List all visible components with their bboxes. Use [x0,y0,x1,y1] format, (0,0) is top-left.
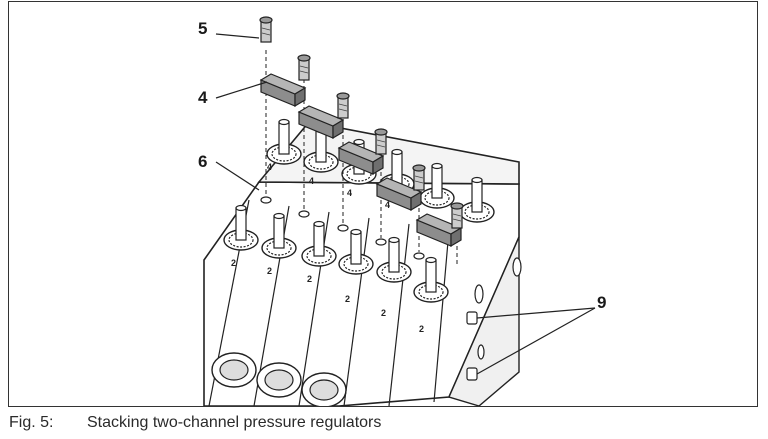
upper-knobs: 4 4 4 4 [266,118,495,223]
callout-screw: 5 [198,19,208,38]
figure-frame: 2 2 2 2 2 2 4 4 4 4 [8,1,758,407]
port-label-lower: 2 [307,274,312,284]
callout-plate: 4 [198,88,208,107]
callout-regulator-body: 6 [198,152,208,171]
port-label-lower: 2 [267,266,272,276]
figure-number: Fig. 5: [9,414,54,431]
caption-text: Stacking two-channel pressure regulators [87,414,382,431]
port-label-lower: 2 [231,258,236,268]
callout-leaders [215,33,596,375]
port-label-lower: 2 [345,294,350,304]
port-label-lower: 2 [381,308,386,318]
mounting-holes [260,196,425,260]
regulator-stack-illustration: 2 2 2 2 2 2 4 4 4 4 [203,16,596,406]
figure-caption: Fig. 5: Stacking two-channel pressure reg… [9,414,381,432]
port-label-lower: 2 [419,324,424,334]
port-label-upper: 4 [385,200,390,210]
callout-plug: 9 [597,293,607,312]
port-label-upper: 4 [347,188,352,198]
lower-knobs: 2 2 2 2 2 2 [223,204,449,334]
port-label-upper: 4 [309,176,314,186]
port-label-upper: 4 [267,162,272,172]
